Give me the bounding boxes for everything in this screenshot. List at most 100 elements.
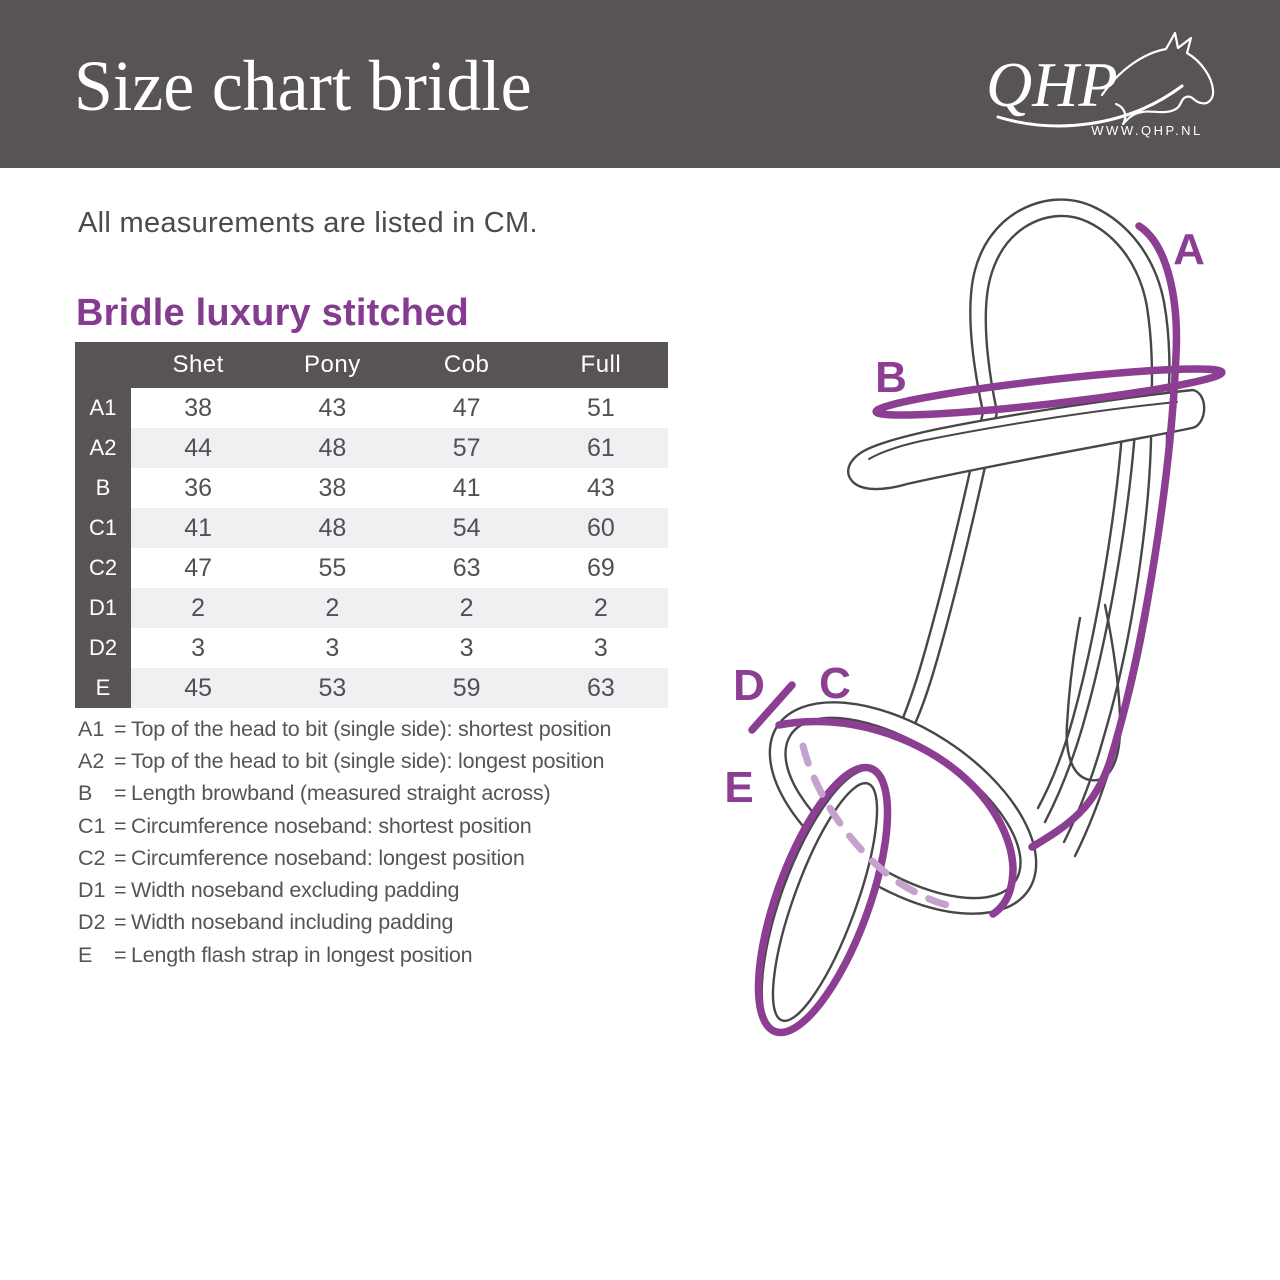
section-title: Bridle luxury stitched	[76, 292, 469, 334]
legend-equals: =	[114, 878, 127, 903]
column-header-full: Full	[533, 342, 668, 388]
diagram-label-a: A	[1173, 225, 1205, 274]
diagram-label-b: B	[875, 353, 907, 402]
measurement-overlays	[748, 222, 1226, 1037]
legend-row: C1 = Circumference noseband: shortest po…	[78, 810, 611, 842]
table-cell: 61	[533, 428, 668, 468]
table-row: A1 38 43 47 51	[75, 388, 668, 428]
legend-equals: =	[114, 942, 127, 967]
table-cell: 3	[131, 628, 266, 668]
qhp-logo-graphic: QHP WWW.QHP.NL	[986, 31, 1215, 138]
legend-key: B	[78, 781, 93, 806]
legend-text: Width noseband excluding padding	[131, 878, 460, 903]
legend-text: Length flash strap in longest position	[131, 942, 473, 967]
table-cell: 2	[399, 588, 534, 628]
table-cell: 59	[399, 668, 534, 708]
legend-text: Circumference noseband: shortest positio…	[131, 813, 532, 838]
measure-a-line	[1028, 222, 1181, 851]
bridle-strap-line	[1043, 414, 1138, 824]
table-cell: 2	[265, 588, 400, 628]
table-cell: 38	[131, 388, 266, 428]
legend-row: A2 = Top of the head to bit (single side…	[78, 745, 611, 777]
legend-row: C2 = Circumference noseband: longest pos…	[78, 842, 611, 874]
legend-row: E = Length flash strap in longest positi…	[78, 939, 611, 971]
legend-key: A1	[78, 716, 105, 741]
qhp-logo: QHP WWW.QHP.NL	[984, 29, 1222, 145]
logo-website-text: WWW.QHP.NL	[1091, 123, 1202, 138]
measure-dashed-line	[799, 742, 951, 909]
row-label: A2	[75, 428, 131, 468]
bridle-browband	[847, 388, 1206, 491]
legend-row: A1 = Top of the head to bit (single side…	[78, 713, 611, 745]
table-row: E 45 53 59 63	[75, 668, 668, 708]
flash-inner	[771, 781, 879, 1023]
table-cell: 45	[131, 668, 266, 708]
table-cell: 3	[533, 628, 668, 668]
column-header-cob: Cob	[399, 342, 534, 388]
size-table: Shet Pony Cob Full A1 38 43 47 51 A2 44 …	[75, 342, 668, 708]
legend-key: D1	[78, 878, 106, 903]
table-row: B 36 38 41 43	[75, 468, 668, 508]
table-cell: 43	[533, 468, 668, 508]
legend-equals: =	[114, 716, 127, 741]
measure-d-line	[748, 681, 796, 734]
table-cell: 3	[265, 628, 400, 668]
table-cell: 44	[131, 428, 266, 468]
column-header-pony: Pony	[265, 342, 400, 388]
diagram-label-e: E	[724, 763, 753, 812]
table-cell: 47	[131, 548, 266, 588]
table-cell: 43	[265, 388, 400, 428]
legend-text: Top of the head to bit (single side): lo…	[131, 748, 605, 773]
table-cell: 41	[399, 468, 534, 508]
table-cell: 55	[265, 548, 400, 588]
header-bar: Size chart bridle QHP WWW.QHP.NL	[0, 0, 1280, 168]
table-cell: 51	[533, 388, 668, 428]
bridle-strap-line	[1073, 408, 1169, 858]
table-cell: 63	[399, 548, 534, 588]
logo-swoosh	[996, 84, 1184, 128]
row-label: A1	[75, 388, 131, 428]
row-label: D2	[75, 628, 131, 668]
table-cell: 69	[533, 548, 668, 588]
diagram-label-c: C	[819, 659, 851, 708]
legend-row: D1 = Width noseband excluding padding	[78, 874, 611, 906]
table-row: C1 41 48 54 60	[75, 508, 668, 548]
table-cell: 60	[533, 508, 668, 548]
row-label: C1	[75, 508, 131, 548]
table-cell: 41	[131, 508, 266, 548]
legend-key: A2	[78, 748, 105, 773]
bridle-browband-inner-line	[868, 401, 1178, 460]
table-row: D2 3 3 3 3	[75, 628, 668, 668]
intro-text: All measurements are listed in CM.	[78, 207, 538, 239]
legend-text: Length browband (measured straight acros…	[131, 781, 551, 806]
measurement-legend: A1 = Top of the head to bit (single side…	[78, 713, 611, 971]
table-corner-cell	[75, 342, 131, 388]
legend-text: Circumference noseband: longest position	[131, 845, 525, 870]
table-cell: 2	[533, 588, 668, 628]
row-label: D1	[75, 588, 131, 628]
table-cell: 48	[265, 428, 400, 468]
table-cell: 54	[399, 508, 534, 548]
logo-brand-text: QHP	[986, 49, 1118, 120]
bridle-diagram: A B C D E	[715, 180, 1275, 1080]
bridle-diagram-graphic: A B C D E	[724, 198, 1226, 1037]
legend-key: C2	[78, 845, 106, 870]
table-cell: 48	[265, 508, 400, 548]
diagram-label-d: D	[733, 661, 765, 710]
measure-e-line	[754, 763, 892, 1037]
row-label: E	[75, 668, 131, 708]
horse-head-icon	[1100, 31, 1215, 126]
legend-text: Width noseband including padding	[131, 910, 454, 935]
bridle-strap-fold	[1065, 603, 1122, 782]
legend-key: D2	[78, 910, 106, 935]
table-cell: 53	[265, 668, 400, 708]
legend-equals: =	[114, 781, 127, 806]
row-label: B	[75, 468, 131, 508]
table-cell: 38	[265, 468, 400, 508]
diagram-labels: A B C D E	[724, 225, 1205, 812]
table-header-row: Shet Pony Cob Full	[75, 342, 668, 388]
table-cell: 63	[533, 668, 668, 708]
table-cell: 3	[399, 628, 534, 668]
bridle-strap-line	[1036, 416, 1125, 810]
legend-equals: =	[114, 748, 127, 773]
